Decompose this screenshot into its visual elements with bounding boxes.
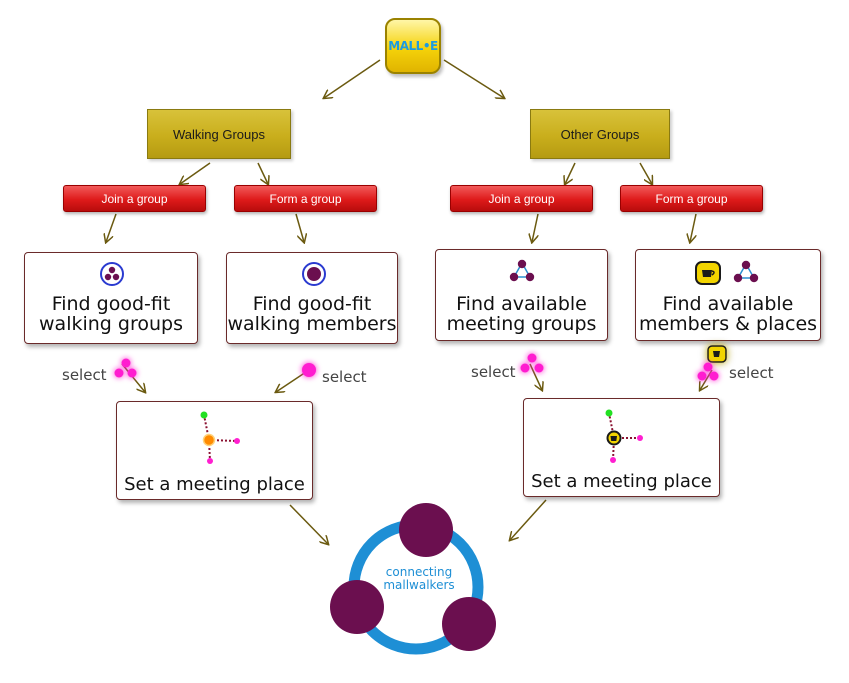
find-walking-members-card[interactable]: Find good-fit walking members — [226, 252, 398, 344]
selected-member-icon — [302, 363, 316, 377]
select-label-walking-members: select — [322, 368, 367, 386]
find-walking-groups-line1: Find good-fit — [51, 293, 171, 315]
other-groups-box[interactable]: Other Groups — [530, 109, 670, 159]
other-join-label: Join a group — [488, 191, 555, 206]
meeting-point-icon — [200, 411, 240, 464]
footer-tagline: connecting mallwalkers — [370, 566, 468, 592]
walking-groups-label: Walking Groups — [173, 126, 265, 142]
find-walking-members-line2: walking members — [227, 313, 397, 335]
walking-form-button[interactable]: Form a group — [234, 185, 377, 212]
select-label-members-places: select — [729, 364, 774, 382]
other-groups-label: Other Groups — [560, 126, 640, 142]
footer-line2: mallwalkers — [383, 578, 455, 592]
selected-member-group-icon — [697, 362, 719, 381]
group-triangle-icon — [509, 259, 535, 282]
other-meeting-place-label: Set a meeting place — [531, 471, 712, 492]
find-members-places-card[interactable]: Find available members & places — [635, 249, 821, 341]
find-meeting-groups-line2: meeting groups — [446, 313, 597, 335]
logo-text: MALL•E — [388, 39, 438, 53]
find-meeting-groups-line1: Find available — [456, 293, 587, 315]
group-triangle-icon — [733, 260, 759, 283]
selected-meeting-group-icon — [520, 353, 544, 373]
find-walking-groups-line2: walking groups — [39, 313, 183, 335]
group-circle-icon — [100, 262, 124, 286]
walking-join-button[interactable]: Join a group — [63, 185, 206, 212]
meeting-cafe-point-icon — [605, 409, 643, 463]
walking-meeting-place-label: Set a meeting place — [124, 474, 305, 495]
other-meeting-place-card[interactable]: Set a meeting place — [523, 398, 720, 497]
find-members-places-line1: Find available — [662, 293, 794, 315]
find-members-places-line2: members & places — [638, 313, 818, 335]
find-walking-groups-card[interactable]: Find good-fit walking groups — [24, 252, 198, 344]
selected-group-icon — [114, 358, 137, 378]
footer-line1: connecting — [385, 565, 453, 579]
cafe-icon — [695, 261, 721, 285]
selected-cafe-icon — [707, 345, 727, 363]
walking-groups-box[interactable]: Walking Groups — [147, 109, 291, 159]
other-form-label: Form a group — [655, 191, 728, 206]
find-meeting-groups-card[interactable]: Find available meeting groups — [435, 249, 608, 341]
malle-logo: MALL•E — [385, 18, 441, 74]
select-label-meeting-groups: select — [471, 363, 516, 381]
select-label-walking-groups: select — [62, 366, 107, 384]
connecting-mallwalkers-logo — [330, 503, 496, 655]
other-form-button[interactable]: Form a group — [620, 185, 763, 212]
other-join-button[interactable]: Join a group — [450, 185, 593, 212]
walking-meeting-place-card[interactable]: Set a meeting place — [116, 401, 313, 500]
find-walking-members-line1: Find good-fit — [252, 293, 372, 315]
walking-join-label: Join a group — [101, 191, 168, 206]
walking-form-label: Form a group — [269, 191, 342, 206]
member-circle-icon — [302, 262, 326, 286]
